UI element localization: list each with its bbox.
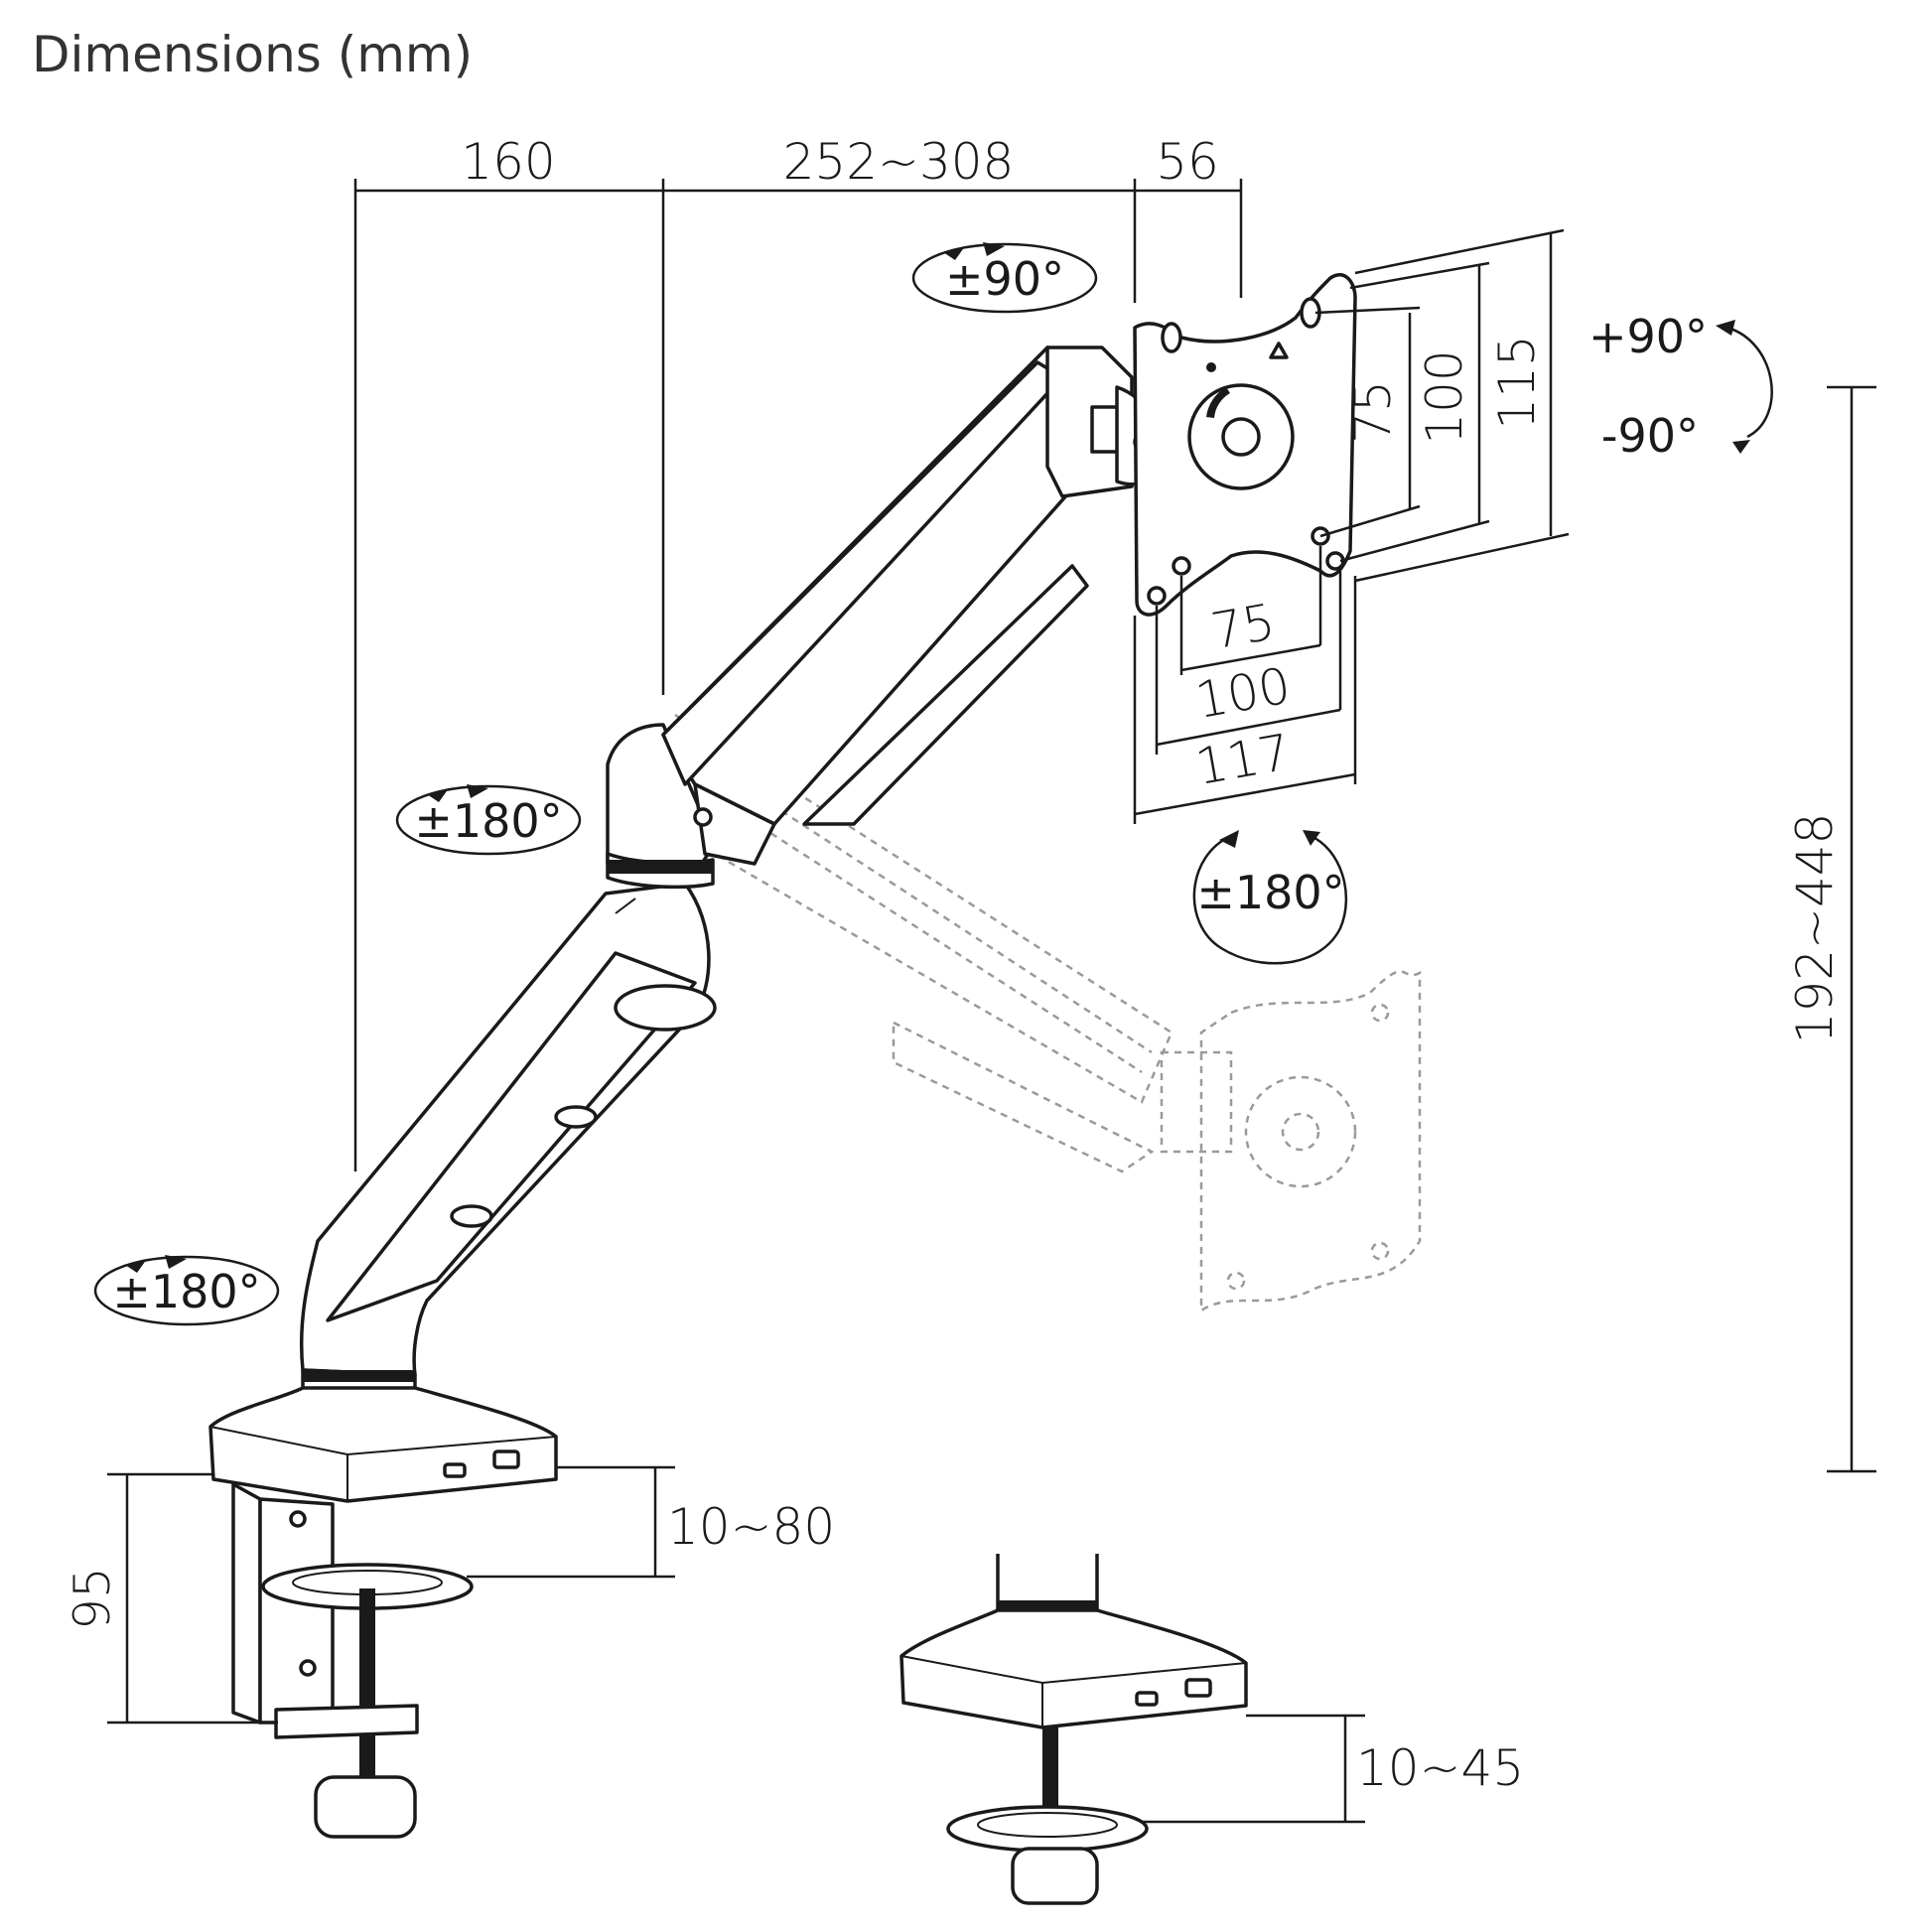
reach-dimension xyxy=(353,179,1243,1172)
clamp-dimensions xyxy=(107,1465,675,1725)
plate-v-115-label: 115 xyxy=(1488,335,1546,429)
head-swivel-rotation-icon xyxy=(1192,830,1348,965)
clamp-range-label: 10~80 xyxy=(667,1498,835,1556)
diagram-title: Dimensions (mm) xyxy=(32,26,473,83)
head-swivel-label: ±180° xyxy=(1196,866,1344,919)
vesa-h-100-label: 100 xyxy=(1191,656,1295,730)
head-tilt-label: ±90° xyxy=(945,252,1064,306)
elbow-joint xyxy=(606,723,717,890)
vesa-v-100-label: 100 xyxy=(1416,349,1473,444)
vesa-vertical-dims xyxy=(1314,228,1570,583)
head-tilt-rotation-icon xyxy=(911,242,1098,314)
elbow-swivel-label: ±180° xyxy=(414,794,562,848)
rotate-minus-label: -90° xyxy=(1601,409,1699,463)
height-range-label: 192~448 xyxy=(1786,813,1844,1044)
lower-arm xyxy=(299,882,717,1377)
elbow-swivel-rotation-icon xyxy=(395,784,582,856)
rotate-arrow-icon xyxy=(1716,320,1773,454)
upper-arm xyxy=(661,345,1119,866)
vesa-h-75-label: 75 xyxy=(1207,593,1280,660)
grommet-base xyxy=(899,1554,1248,1905)
arm2-reach-label: 252~308 xyxy=(783,133,1015,191)
arm1-reach-label: 160 xyxy=(461,133,555,191)
vesa-v-75-label: 75 xyxy=(1344,380,1402,444)
base-swivel-label: ±180° xyxy=(112,1265,260,1318)
head-depth-label: 56 xyxy=(1156,133,1219,191)
clamp-base xyxy=(208,1368,558,1839)
base-swivel-rotation-icon xyxy=(93,1255,280,1326)
clamp-height-label: 95 xyxy=(64,1567,121,1630)
vesa-plate xyxy=(1133,273,1357,617)
height-dimension xyxy=(1827,385,1876,1473)
grommet-range-label: 10~45 xyxy=(1356,1739,1524,1797)
vesa-horizontal-dims xyxy=(1133,546,1357,824)
rotate-plus-label: +90° xyxy=(1588,310,1708,363)
grommet-dimensions xyxy=(1142,1714,1365,1824)
